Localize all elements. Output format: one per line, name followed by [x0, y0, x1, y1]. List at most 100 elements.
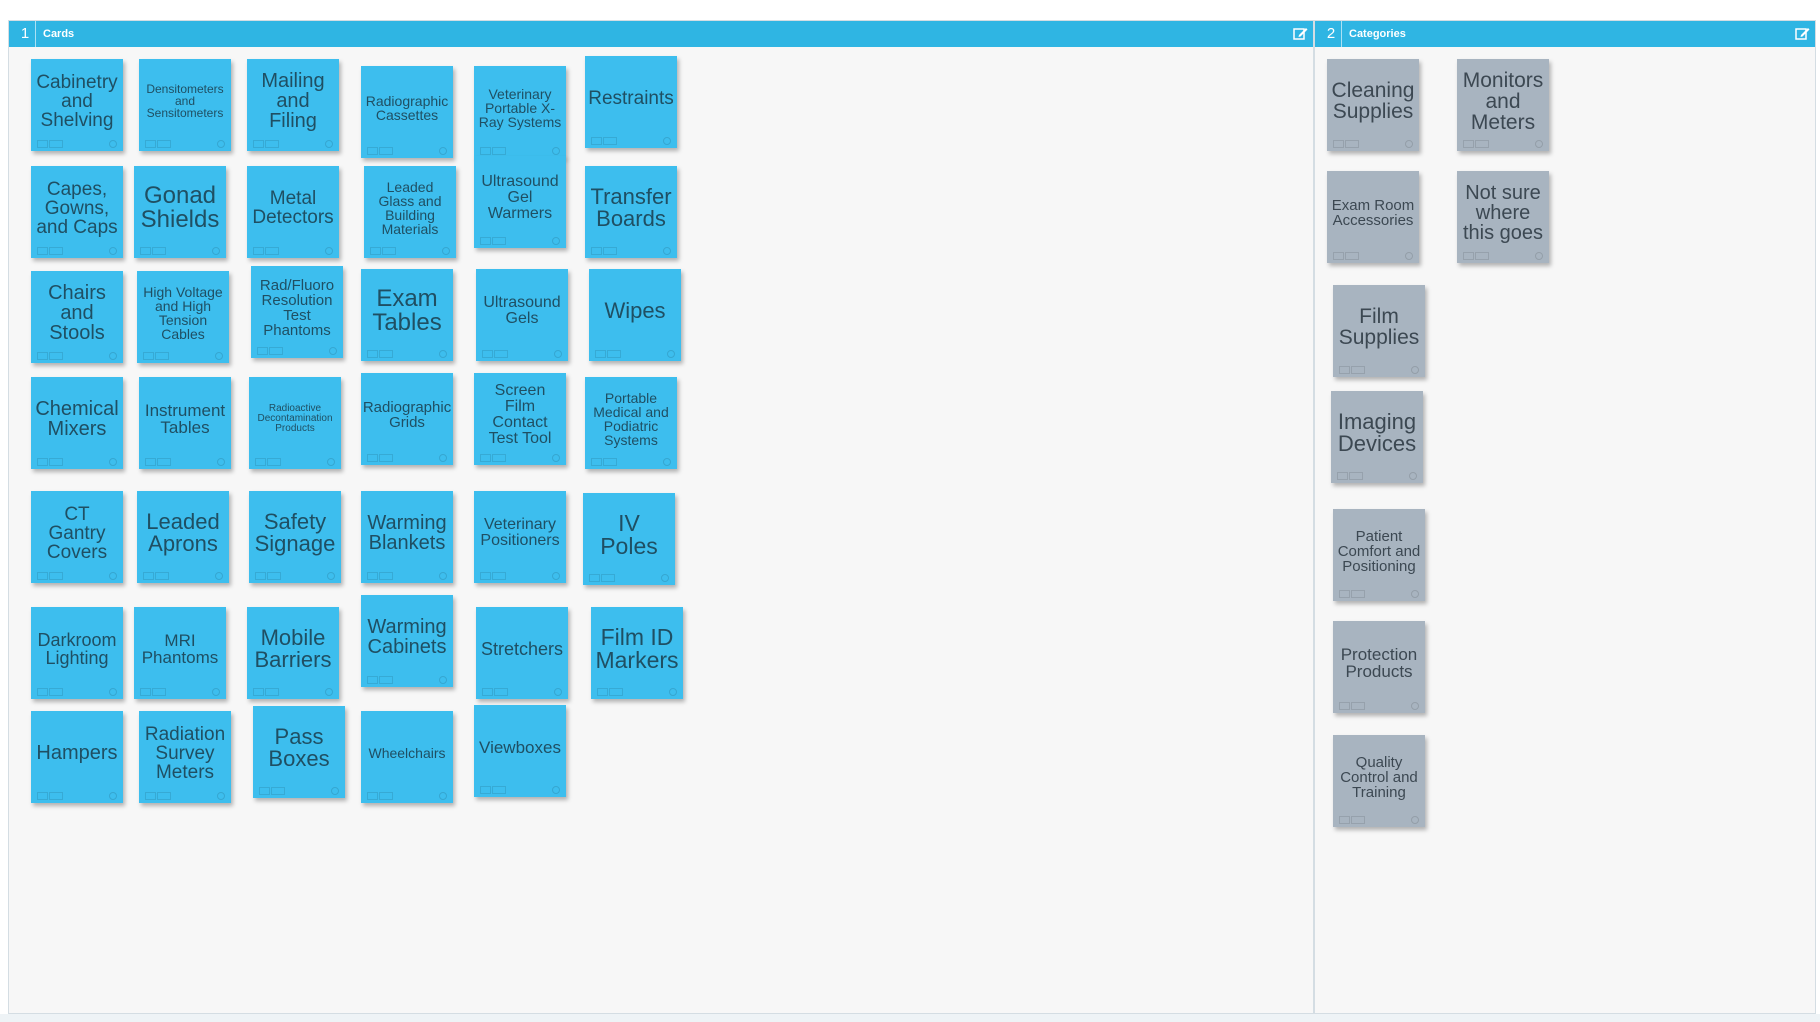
card-label: CT Gantry Covers [46, 503, 108, 563]
card-item[interactable]: Rad/Fluoro Resolution Test Phantoms [251, 266, 343, 358]
category-item[interactable]: Exam Room Accessories [1327, 171, 1419, 263]
category-item[interactable]: Patient Comfort and Positioning [1333, 509, 1425, 601]
card-item[interactable]: Wheelchairs [361, 711, 453, 803]
card-label: Veterinary Portable X-Ray Systems [478, 86, 562, 130]
card-label: Mailing and Filing [261, 70, 325, 132]
card-item[interactable]: Metal Detectors [247, 166, 339, 258]
card-footer-marks [253, 247, 333, 255]
category-item[interactable]: Quality Control and Training [1333, 735, 1425, 827]
card-label: Darkroom Lighting [37, 630, 117, 668]
card-footer-marks [259, 787, 339, 795]
card-item[interactable]: Safety Signage [249, 491, 341, 583]
card-footer-marks [482, 688, 562, 696]
card-item[interactable]: Screen Film Contact Test Tool [474, 373, 566, 465]
card-footer-marks [480, 786, 560, 794]
category-item[interactable]: Film Supplies [1333, 285, 1425, 377]
category-item[interactable]: Not sure where this goes [1457, 171, 1549, 263]
card-label: Wipes [604, 298, 666, 323]
card-label: Protection Products [1340, 645, 1418, 681]
card-item[interactable]: Portable Medical and Podiatric Systems [585, 377, 677, 469]
card-label: Film ID Markers [595, 624, 679, 673]
cards-panel-number: 1 [15, 21, 36, 47]
card-footer-marks [591, 247, 671, 255]
card-footer-marks [255, 572, 335, 580]
card-footer-marks [482, 350, 562, 358]
card-footer-marks [1333, 252, 1413, 260]
card-item[interactable]: Warming Cabinets [361, 595, 453, 687]
card-footer-marks [589, 574, 669, 582]
card-item[interactable]: Stretchers [476, 607, 568, 699]
card-item[interactable]: CT Gantry Covers [31, 491, 123, 583]
card-label: Capes, Gowns, and Caps [36, 178, 118, 238]
card-label: Warming Cabinets [367, 616, 447, 658]
card-footer-marks [1463, 252, 1543, 260]
card-item[interactable]: Mobile Barriers [247, 607, 339, 699]
card-label: Safety Signage [254, 509, 336, 556]
card-item[interactable]: Wipes [589, 269, 681, 361]
card-footer-marks [1339, 816, 1419, 824]
card-item[interactable]: IV Poles [583, 493, 675, 585]
card-footer-marks [591, 458, 671, 466]
card-label: Veterinary Positioners [480, 516, 560, 549]
card-item[interactable]: Ultrasound Gel Warmers [474, 156, 566, 248]
card-label: Pass Boxes [268, 724, 330, 771]
card-label: Mobile Barriers [254, 625, 332, 672]
card-item[interactable]: Viewboxes [474, 705, 566, 797]
card-footer-marks [253, 688, 333, 696]
card-footer-marks [255, 458, 335, 466]
card-item[interactable]: Film ID Markers [591, 607, 683, 699]
category-item[interactable]: Imaging Devices [1331, 391, 1423, 483]
card-footer-marks [145, 140, 225, 148]
card-footer-marks [367, 676, 447, 684]
card-item[interactable]: Gonad Shields [134, 166, 226, 258]
card-footer-marks [37, 458, 117, 466]
card-item[interactable]: Chairs and Stools [31, 271, 123, 363]
card-label: Metal Detectors [252, 188, 334, 228]
card-item[interactable]: Leaded Glass and Building Materials [364, 166, 456, 258]
category-item[interactable]: Monitors and Meters [1457, 59, 1549, 151]
card-footer-marks [1463, 140, 1543, 148]
categories-panel-number: 2 [1321, 21, 1342, 47]
card-item[interactable]: High Voltage and High Tension Cables [137, 271, 229, 363]
card-footer-marks [257, 347, 337, 355]
card-item[interactable]: Veterinary Portable X-Ray Systems [474, 66, 566, 158]
card-item[interactable]: Densitometers and Sensitometers [139, 59, 231, 151]
card-item[interactable]: Radiographic Grids [361, 373, 453, 465]
card-item[interactable]: Warming Blankets [361, 491, 453, 583]
card-footer-marks [37, 352, 117, 360]
card-item[interactable]: Transfer Boards [585, 166, 677, 258]
card-item[interactable]: Exam Tables [361, 269, 453, 361]
card-item[interactable]: Radiation Survey Meters [139, 711, 231, 803]
card-footer-marks [1333, 140, 1413, 148]
card-item[interactable]: Chemical Mixers [31, 377, 123, 469]
card-item[interactable]: Capes, Gowns, and Caps [31, 166, 123, 258]
category-item[interactable]: Protection Products [1333, 621, 1425, 713]
cards-panel-header: 1 Cards [9, 21, 1313, 47]
card-item[interactable]: Radiographic Cassettes [361, 66, 453, 158]
card-item[interactable]: Darkroom Lighting [31, 607, 123, 699]
edit-icon[interactable] [1292, 25, 1309, 42]
card-label: Chairs and Stools [48, 282, 106, 344]
card-label: Not sure where this goes [1462, 182, 1544, 244]
card-item[interactable]: Veterinary Positioners [474, 491, 566, 583]
card-item[interactable]: Hampers [31, 711, 123, 803]
card-item[interactable]: Ultrasound Gels [476, 269, 568, 361]
category-item[interactable]: Cleaning Supplies [1327, 59, 1419, 151]
card-item[interactable]: Mailing and Filing [247, 59, 339, 151]
card-item[interactable]: Pass Boxes [253, 706, 345, 798]
card-footer-marks [140, 688, 220, 696]
card-item[interactable]: Cabinetry and Shelving [31, 59, 123, 151]
card-item[interactable]: Instrument Tables [139, 377, 231, 469]
card-item[interactable]: MRI Phantoms [134, 607, 226, 699]
card-footer-marks [367, 350, 447, 358]
card-item[interactable]: Leaded Aprons [137, 491, 229, 583]
card-item[interactable]: Restraints [585, 56, 677, 148]
card-footer-marks [37, 572, 117, 580]
card-footer-marks [480, 237, 560, 245]
edit-icon[interactable] [1794, 25, 1811, 42]
card-label: Ultrasound Gel Warmers [481, 173, 559, 222]
card-label: MRI Phantoms [141, 631, 219, 667]
card-item[interactable]: Radioactive Decontamination Products [249, 377, 341, 469]
card-footer-marks [143, 572, 223, 580]
card-label: Imaging Devices [1337, 409, 1417, 456]
